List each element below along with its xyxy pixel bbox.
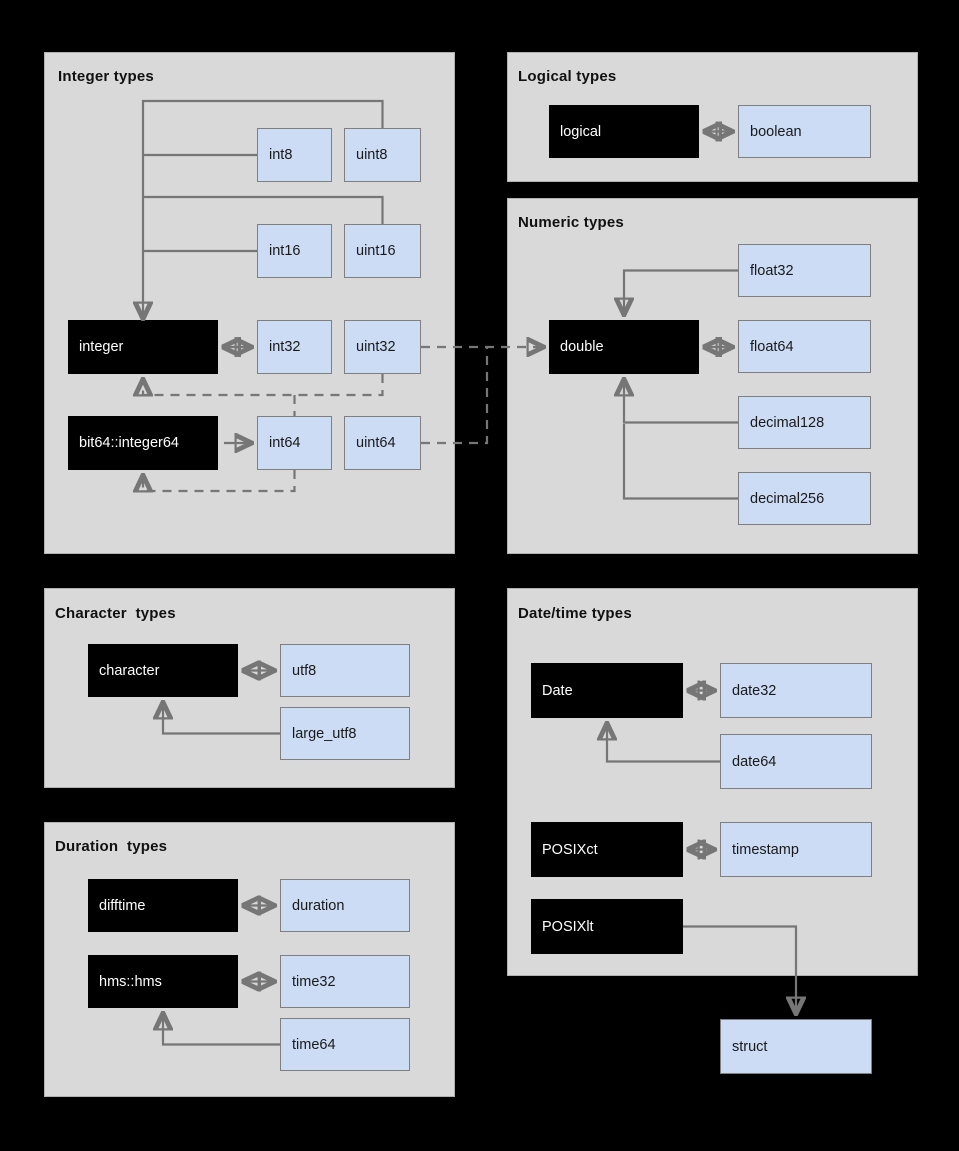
panel-datetime-types-title: Date/time types (518, 605, 632, 622)
node-logical[interactable]: logical (549, 105, 699, 158)
node-time32[interactable]: time32 (280, 955, 410, 1008)
node-large-utf8[interactable]: large_utf8 (280, 707, 410, 760)
node-date64[interactable]: date64 (720, 734, 872, 789)
node-utf8[interactable]: utf8 (280, 644, 410, 697)
node-decimal256[interactable]: decimal256 (738, 472, 871, 525)
node-time64[interactable]: time64 (280, 1018, 410, 1071)
node-int32[interactable]: int32 (257, 320, 332, 374)
node-uint64[interactable]: uint64 (344, 416, 421, 470)
node-integer[interactable]: integer (68, 320, 218, 374)
node-bit64-integer64[interactable]: bit64::integer64 (68, 416, 218, 470)
node-uint16[interactable]: uint16 (344, 224, 421, 278)
node-posixct[interactable]: POSIXct (531, 822, 683, 877)
node-date[interactable]: Date (531, 663, 683, 718)
node-hms[interactable]: hms::hms (88, 955, 238, 1008)
node-float64[interactable]: float64 (738, 320, 871, 373)
node-uint32[interactable]: uint32 (344, 320, 421, 374)
node-decimal128[interactable]: decimal128 (738, 396, 871, 449)
node-float32[interactable]: float32 (738, 244, 871, 297)
node-double[interactable]: double (549, 320, 699, 374)
panel-logical-types-title: Logical types (518, 68, 617, 85)
node-int64[interactable]: int64 (257, 416, 332, 470)
node-int16[interactable]: int16 (257, 224, 332, 278)
node-difftime[interactable]: difftime (88, 879, 238, 932)
node-posixlt[interactable]: POSIXlt (531, 899, 683, 954)
panel-numeric-types-title: Numeric types (518, 214, 624, 231)
node-boolean[interactable]: boolean (738, 105, 871, 158)
node-character[interactable]: character (88, 644, 238, 697)
panel-integer-types-title: Integer types (58, 68, 154, 85)
node-duration[interactable]: duration (280, 879, 410, 932)
node-struct[interactable]: struct (720, 1019, 872, 1074)
node-uint8[interactable]: uint8 (344, 128, 421, 182)
panel-duration-types-title: Duration types (55, 838, 168, 855)
node-int8[interactable]: int8 (257, 128, 332, 182)
node-date32[interactable]: date32 (720, 663, 872, 718)
panel-character-types-title: Character types (55, 605, 176, 622)
node-timestamp[interactable]: timestamp (720, 822, 872, 877)
